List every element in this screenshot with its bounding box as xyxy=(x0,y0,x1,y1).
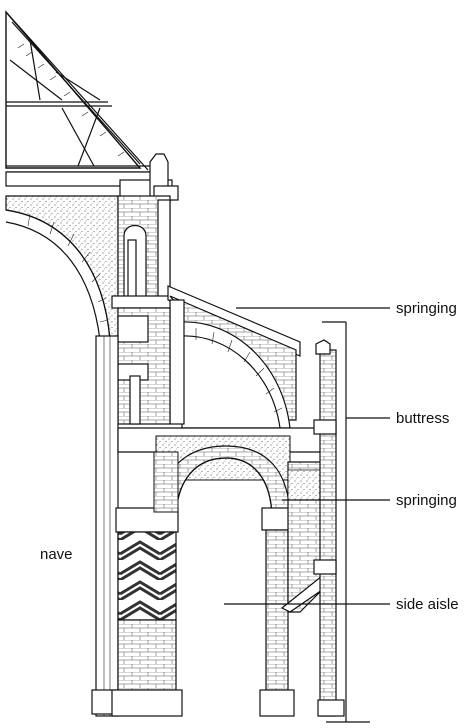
aisle-pier xyxy=(259,507,295,717)
label-buttress: buttress xyxy=(396,410,449,427)
nave-vault xyxy=(5,195,119,341)
label-nave: nave xyxy=(40,546,73,563)
aisle-wall xyxy=(280,461,323,613)
triforium xyxy=(117,307,171,425)
label-springing-upper: springing xyxy=(396,300,457,317)
buttress-bracket xyxy=(322,321,370,723)
nave-pier xyxy=(91,335,123,717)
compound-pier xyxy=(111,451,183,717)
buttress xyxy=(313,339,345,717)
label-side-aisle: side aisle xyxy=(396,596,459,613)
roof-truss xyxy=(5,10,150,173)
label-springing-lower: springing xyxy=(396,492,457,509)
upper-flying-arch xyxy=(167,285,301,429)
leader-lines xyxy=(224,307,390,605)
clerestory-wall xyxy=(111,195,175,309)
